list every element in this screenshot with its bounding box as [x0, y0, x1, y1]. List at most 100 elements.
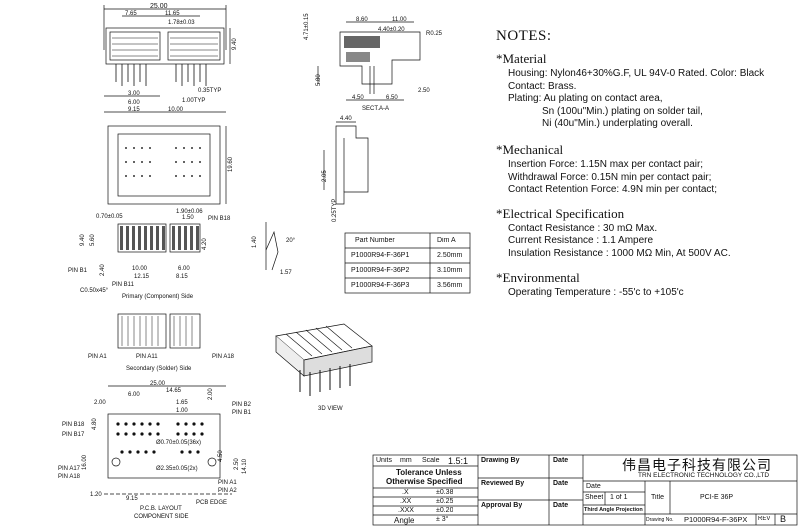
dim-s-860: 8.60: [356, 17, 368, 23]
dim-s-580: 5.80: [316, 74, 322, 86]
dim-top-940: 9.40: [232, 38, 238, 50]
electrical-line: Contact Resistance : 30 mΩ Max.: [508, 222, 658, 234]
pin-b1-label: PIN B1: [68, 268, 88, 274]
environmental-heading: *Environmental: [496, 269, 580, 285]
dim-top-915: 9.15: [128, 107, 140, 113]
environmental-line: Operating Temperature : -55'c to +105'c: [508, 286, 684, 298]
date-label: Date: [553, 480, 569, 487]
3d-view: 3D VIEW: [275, 323, 373, 412]
material-line: Plating: Au plating on contact area,: [508, 93, 663, 105]
front-view: 19.60: [107, 125, 234, 205]
contact-detail: 1.40 20° 1.57: [252, 222, 296, 276]
dim-s-250: 2.50: [418, 88, 430, 94]
date2-label: Date: [586, 483, 601, 490]
units-value: mm: [400, 457, 412, 464]
dim-b-235: Ø2.35±0.05(2x): [156, 466, 198, 472]
dim-p-190: 1.90±0.06: [176, 209, 203, 215]
dim-b-100: 1.00: [176, 408, 188, 414]
material-line: Ni (40u"Min.) underplating overall.: [542, 118, 693, 130]
drawing-no-label: Drawing No.: [646, 517, 674, 523]
dim-b-2500: 25.00: [150, 381, 166, 387]
section-label: SECT.A-A: [362, 106, 389, 112]
dim-d-205: 2.05: [322, 170, 328, 182]
dim-top-765: 7.65: [125, 11, 137, 17]
dim-p-940: 9.40: [80, 234, 86, 246]
electrical-line: Current Resistance : 1.1 Ampere: [508, 235, 654, 247]
dim-p-600: 6.00: [178, 266, 190, 272]
pin-a2-label: PIN A2: [218, 488, 237, 494]
drawing-by-label: Drawing By: [481, 457, 520, 464]
title-label: Title: [651, 494, 664, 501]
pcb-layout-caption: P.C.B. LAYOUT: [140, 506, 182, 512]
section-view: 8.60 11.00 4.40±0.20 R0.25 4.71±0.15 5.8…: [304, 13, 443, 112]
electrical-heading: *Electrical Specification: [496, 205, 625, 221]
tolerance-key: .XX: [400, 498, 412, 505]
dim-a-140: 1.40: [252, 236, 258, 248]
pin-a1-pcb-label: PIN A1: [218, 480, 237, 486]
tolerance-heading: Otherwise Specified: [386, 477, 463, 486]
scale-label: Scale: [422, 457, 440, 464]
dim-s-440: 4.40±0.20: [378, 27, 405, 33]
dim-p-560: 5.60: [90, 234, 96, 246]
tolerance-value: ±0.38: [436, 489, 454, 496]
dim-b-1465: 14.65: [166, 388, 182, 394]
dim-a-20: 20°: [286, 238, 296, 244]
dim-b-480: 4.80: [92, 418, 98, 430]
tolerance-value: ± 3°: [436, 516, 449, 523]
part-table-header-part: Part Number: [355, 237, 395, 244]
rev-label: REV: [758, 516, 771, 522]
dim-s-1100: 11.00: [392, 17, 407, 23]
units-label: Units: [376, 457, 392, 464]
pcb-edge-label: PCB EDGE: [196, 500, 227, 506]
dim-b-1410: 14.10: [242, 458, 248, 474]
dim-p-070: 0.70±0.05: [96, 214, 123, 220]
dim-b-915: 9.15: [126, 496, 138, 502]
pin-b18-label: PIN B18: [208, 216, 231, 222]
dim-top-300: 3.00: [128, 91, 140, 97]
dim-top-25: 25.00: [150, 3, 168, 10]
primary-side-view: 1.90±0.06 0.70±0.05 1.50 PIN B18 9.40 5.…: [68, 209, 231, 300]
pin-b11-label: PIN B11: [112, 282, 135, 288]
pin-a18-pcb-label: PIN A18: [58, 474, 81, 480]
mechanical-line: Withdrawal Force: 0.15N min per contact …: [508, 171, 712, 183]
dim-p-150: 1.50: [182, 215, 194, 221]
dim-s-r025: R0.25: [426, 31, 443, 37]
title-block: Units mm Scale 1.5:1 Tolerance Unless Ot…: [372, 454, 798, 526]
tolerance-value: ±0.20: [436, 507, 454, 514]
secondary-side-caption: Secondary (Solder) Side: [126, 366, 192, 372]
pin-a18-label: PIN A18: [212, 354, 235, 360]
dim-a-157: 1.57: [280, 270, 292, 276]
company-name-en: TRN ELECTRONIC TECHNOLOGY CO.,LTD: [638, 472, 770, 479]
dim-b-600: 6.00: [128, 392, 140, 398]
sheet-value: 1 of 1: [610, 494, 628, 501]
dim-b-1600: 16.00: [82, 454, 88, 470]
dim-p-815: 8.15: [176, 274, 188, 280]
dim-top-1000: 10.00: [168, 107, 184, 113]
dim-d-440: 4.40: [340, 116, 352, 122]
notes-panel: NOTES: *Material Housing: Nylon46+30%G.F…: [496, 28, 796, 299]
small-side-view: 4.40 2.05 0.25TYP: [322, 116, 369, 222]
material-line: Housing: Nylon46+30%G.F, UL 94V-0 Rated.…: [508, 68, 765, 79]
dim-top-178: 1.78±0.03: [168, 20, 195, 26]
dim-b-165: 1.65: [176, 400, 188, 406]
part-table-header-dim: Dim A: [437, 237, 456, 244]
part-number-table: Part Number Dim A P1000R94-F-36P1 2.50mm…: [345, 233, 470, 293]
company-name-cn: 伟昌电子科技有限公司: [622, 458, 772, 474]
sheet-label: Sheet: [585, 494, 604, 501]
scale-value: 1.5:1: [448, 456, 469, 466]
material-line: Sn (100u"Min.) plating on solder tail,: [542, 105, 703, 117]
pin-a17-label: PIN A17: [58, 466, 81, 472]
pin-b17-label: PIN B17: [62, 432, 85, 438]
tolerance-value: ±0.25: [436, 498, 454, 505]
dim-p-1000: 10.00: [132, 266, 148, 272]
dim-mid-1960: 19.60: [228, 156, 234, 172]
dim-s-450: 4.50: [352, 95, 364, 101]
part-table-cell: 3.10mm: [437, 267, 463, 274]
material-heading: *Material: [496, 51, 547, 66]
top-view: 25.00 7.65 11.65 1.78±0.03 9.40 0.35TYP …: [103, 3, 238, 113]
date-label: Date: [553, 457, 569, 464]
mechanical-line: Insertion Force: 1.15N max per contact p…: [508, 158, 704, 170]
pin-b2-label: PIN B2: [232, 402, 252, 408]
component-side-caption: COMPONENT SIDE: [134, 514, 189, 520]
